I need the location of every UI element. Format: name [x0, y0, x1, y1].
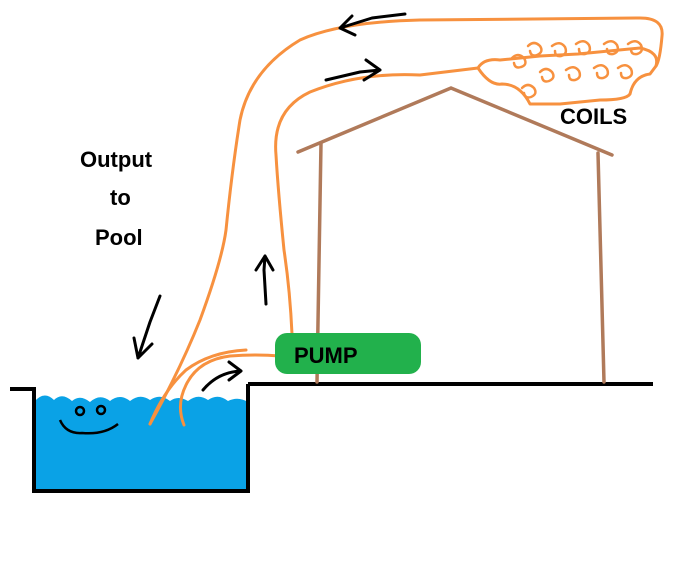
label-output: Output: [80, 147, 153, 172]
house-roof: [296, 86, 614, 157]
label-to: to: [110, 185, 131, 210]
house-right-wall: [596, 151, 606, 384]
pump-body: [275, 333, 421, 374]
label-pool: Pool: [95, 225, 143, 250]
smiley-face-icon: [58, 404, 119, 435]
flow-arrow-icon: [201, 360, 243, 392]
coils-label: COILS: [560, 104, 627, 129]
pool: [10, 382, 653, 493]
flow-arrow-icon: [254, 254, 275, 306]
flow-arrow-icon: [324, 58, 382, 82]
flow-arrows: [132, 12, 407, 392]
pool-water: [34, 395, 248, 490]
pipe-supply: [274, 66, 480, 336]
flow-arrow-icon: [338, 12, 407, 37]
coil-box: [476, 46, 659, 106]
pump: PUMP: [275, 333, 421, 374]
coils-icon: [510, 40, 644, 99]
pipe-return: [148, 16, 664, 426]
flow-arrow-icon: [132, 294, 162, 360]
output-to-pool-label: Output to Pool: [80, 147, 153, 250]
pool-walls: [10, 384, 250, 493]
pump-label: PUMP: [294, 343, 358, 368]
pipe-intake: [179, 353, 282, 427]
pipes: [148, 16, 664, 427]
